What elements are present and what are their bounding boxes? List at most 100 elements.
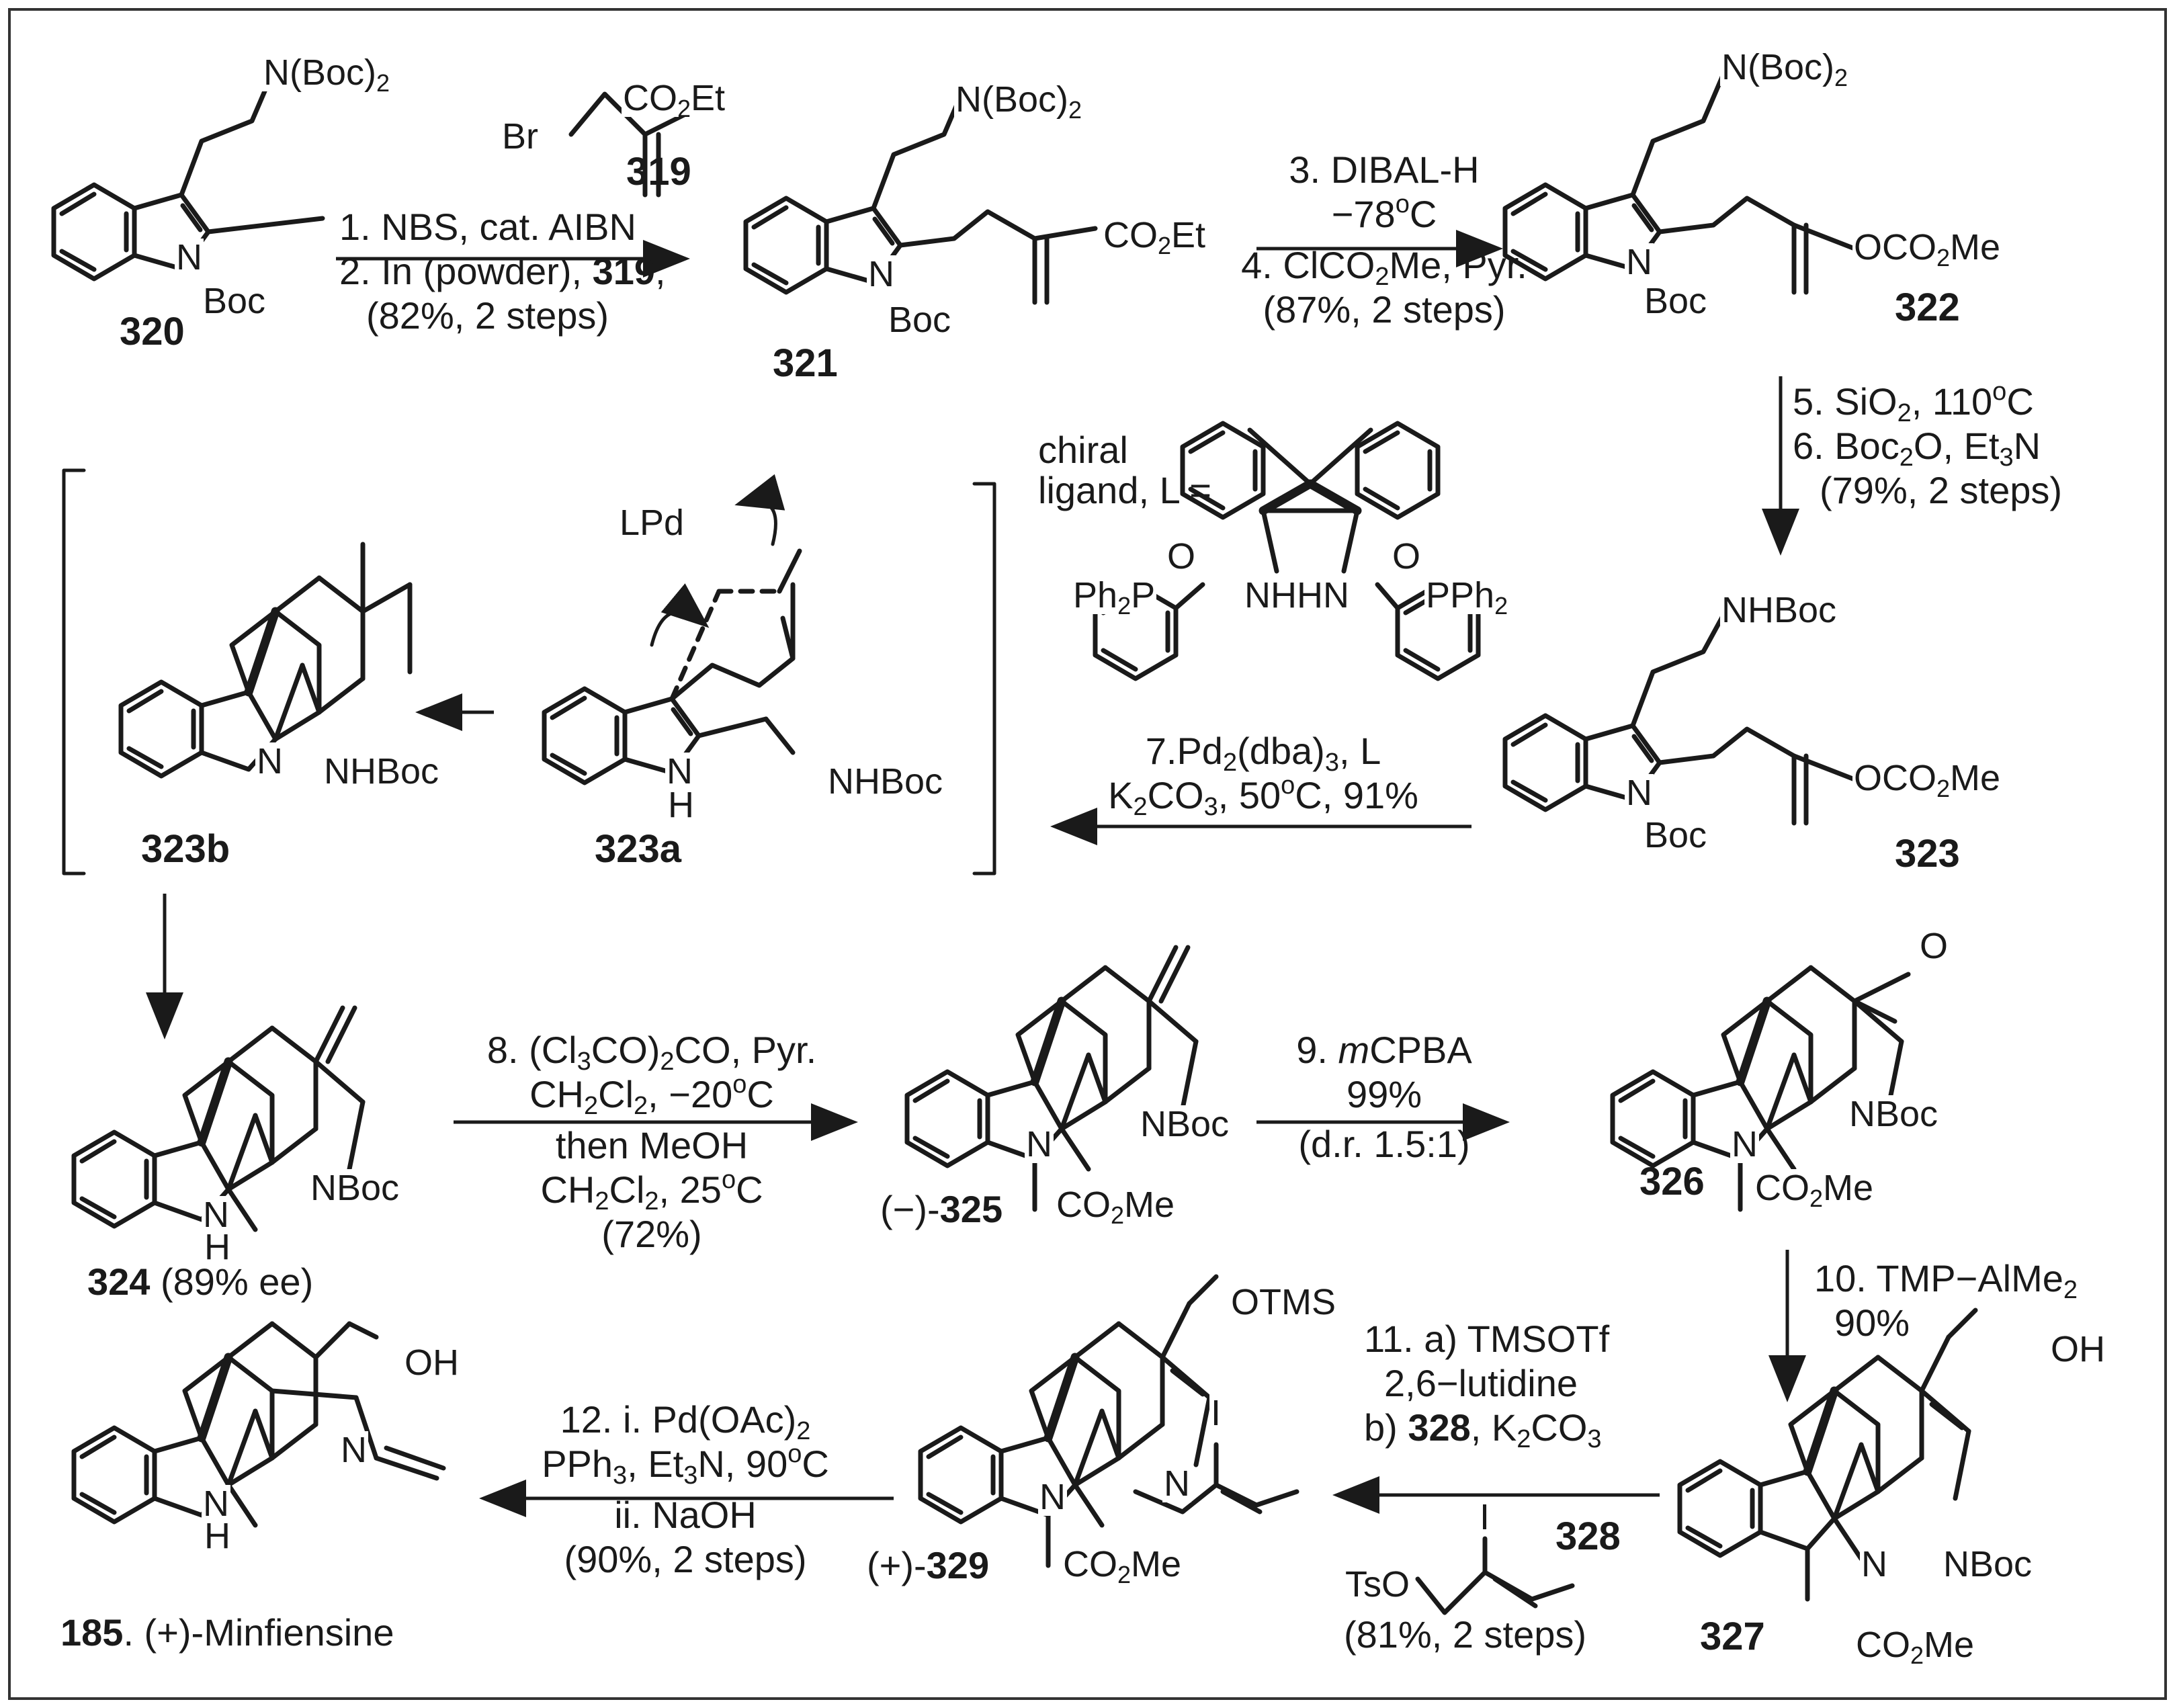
conditions-step3-line3: 4. ClCO2Me, Pyr. [1241,244,1527,291]
conditions-step11: 11. a) TMSOTf 2,6−lutidine b) 328, K2CO3 [1364,1317,1610,1453]
group-nhhn-ligand: NHHN [1243,575,1351,615]
structure-321 [746,85,1098,305]
structure-323 [1505,612,1857,826]
conditions-step8-line1: 8. (Cl3CO)2CO, Pyr. [486,1029,817,1076]
conditions-step12-line2: PPh3, Et3N, 90oC [542,1440,829,1490]
group-boc-322: Boc [1643,281,1709,321]
conditions-step3-line4: (87%, 2 steps) [1263,288,1506,331]
atom-n-320: N [175,237,204,277]
compound-number-325: 325 [939,1188,1003,1230]
conditions-step1-line3: (82%, 2 steps) [366,294,609,337]
conditions-step3: 3. DIBAL-H −78oC 4. ClCO2Me, Pyr. (87%, … [1209,148,1559,332]
group-oco2me-322: OCO2Me [1852,227,2002,271]
conditions-step9: 9. mCPBA 99% (d.r. 1.5:1) [1250,1028,1519,1166]
conditions-step12-line3: ii. NaOH [614,1494,757,1536]
atom-nh-n-323a: N [665,751,694,792]
ligand-label-line2: ligand, L = [1038,469,1211,511]
atom-n-325: N [1025,1124,1054,1164]
conditions-step7: 7.Pd2(dba)3, L K2CO3, 50oC, 91% [1055,729,1472,820]
group-oh-185: OH [403,1342,460,1383]
atom-i-328: I [1478,1497,1492,1537]
atom-nh-h-324: H [203,1227,232,1267]
conditions-step12: 12. i. Pd(OAc)2 PPh3, Et3N, 90oC ii. NaO… [484,1398,887,1582]
conditions-step1: 1. NBS, cat. AIBN 2. In (powder), 319, (… [339,205,666,338]
group-boc-320: Boc [202,281,267,321]
group-nhboc-323b: NHBoc [323,751,441,792]
conditions-step8: 8. (Cl3CO)2CO, Pyr. CH2Cl2, −20oC then M… [443,1028,860,1256]
compound-number-185: 185 [60,1611,124,1654]
group-nboc2-320: N(Boc)2 [262,52,392,97]
atom-n-323b: N [255,741,284,781]
compound-note-324: (89% ee) [161,1261,314,1303]
conditions-step5-line3: (79%, 2 steps) [1820,469,2063,511]
conditions-step8-line3: then MeOH [555,1124,749,1166]
group-co2et-319: CO2Et [622,78,727,122]
chiral-ligand [1095,423,1478,679]
compound-number-327: 327 [1700,1615,1765,1658]
atom-n-321: N [867,254,896,294]
bracket-right [972,482,996,876]
atom-n-329: N [1038,1477,1067,1517]
atom-br-319: Br [501,116,540,157]
conditions-step11-line3: b) 328, K2CO3 [1364,1406,1602,1453]
group-boc-323: Boc [1643,815,1709,855]
conditions-step8-line2: CH2Cl2, −20oC [529,1070,774,1120]
structure-322 [1505,71,1857,295]
group-nboc-326: NBoc [1848,1094,1940,1134]
compound-prefix-325: (−)- [880,1188,940,1230]
atom-n-185: N [339,1430,368,1470]
compound-number-326: 326 [1639,1160,1705,1203]
atom-n-322: N [1625,242,1654,282]
atom-n-326: N [1730,1124,1759,1164]
group-nhboc-323: NHBoc [1720,590,1838,630]
conditions-step12-line1: 12. i. Pd(OAc)2 [560,1398,811,1445]
group-co2me-326: CO2Me [1754,1168,1875,1212]
compound-number-323: 323 [1895,832,1960,876]
atom-n-327: N [1860,1544,1889,1584]
compound-label-185: 185. (+)-Minfiensine [60,1613,394,1653]
conditions-step5-line1: 5. SiO2, 110oC [1793,378,2034,427]
group-nboc-324: NBoc [309,1168,401,1208]
conditions-step1-line1: 1. NBS, cat. AIBN [339,206,636,248]
structure-323a [544,474,802,783]
group-otms-329: OTMS [1230,1282,1337,1322]
atom-o-ligand-left: O [1166,536,1197,577]
group-co2et-321: CO2Et [1102,215,1207,259]
conditions-step8-line5: (72%) [601,1213,702,1255]
atom-o-ligand-right: O [1391,536,1422,577]
compound-label-324: 324 (89% ee) [87,1262,313,1302]
conditions-step10-line1: 10. TMP−AlMe2 [1814,1257,2078,1304]
compound-number-323a: 323a [595,827,682,871]
conditions-step1-line2: 2. In (powder), 319, [339,250,666,292]
compound-number-322: 322 [1895,286,1960,329]
conditions-step5-line2: 6. Boc2O, Et3N [1793,425,2041,472]
conditions-step11-line1: 11. a) TMSOTf [1364,1318,1610,1360]
compound-number-328: 328 [1555,1514,1621,1558]
ligand-label-line1: chiral [1038,429,1128,471]
conditions-step3-line2: −78oC [1331,190,1437,235]
compound-number-329: 329 [926,1544,990,1586]
compound-number-324: 324 [87,1261,151,1303]
group-nboc-325: NBoc [1139,1104,1231,1144]
atom-i-329: I [1209,1393,1223,1433]
conditions-step7-line1: 7.Pd2(dba)3, L [1145,730,1381,777]
compound-name-185: . (+)-Minfiensine [123,1611,394,1654]
atom-n-323: N [1625,773,1654,813]
atom-nh-n-324: N [202,1195,230,1235]
group-co2me-327: CO2Me [1854,1625,1976,1669]
group-nboc2-322: N(Boc)2 [1720,47,1850,91]
bracket-left [62,468,86,876]
group-tso-328: TsO [1344,1564,1412,1605]
compound-number-323b: 323b [141,827,230,871]
group-nboc2-321: N(Boc)2 [954,79,1084,124]
compound-number-319: 319 [626,150,691,194]
compound-label-329: (+)-329 [867,1545,989,1586]
conditions-step12-line4: (90%, 2 steps) [564,1538,807,1580]
group-co2me-329: CO2Me [1062,1544,1183,1588]
conditions-step9-line2: 99% [1346,1073,1422,1115]
group-nboc-327: NBoc [1942,1544,2034,1584]
structure-320 [54,71,325,279]
conditions-step8-line4: CH2Cl2, 25oC [540,1166,763,1215]
structure-324 [74,1005,366,1232]
